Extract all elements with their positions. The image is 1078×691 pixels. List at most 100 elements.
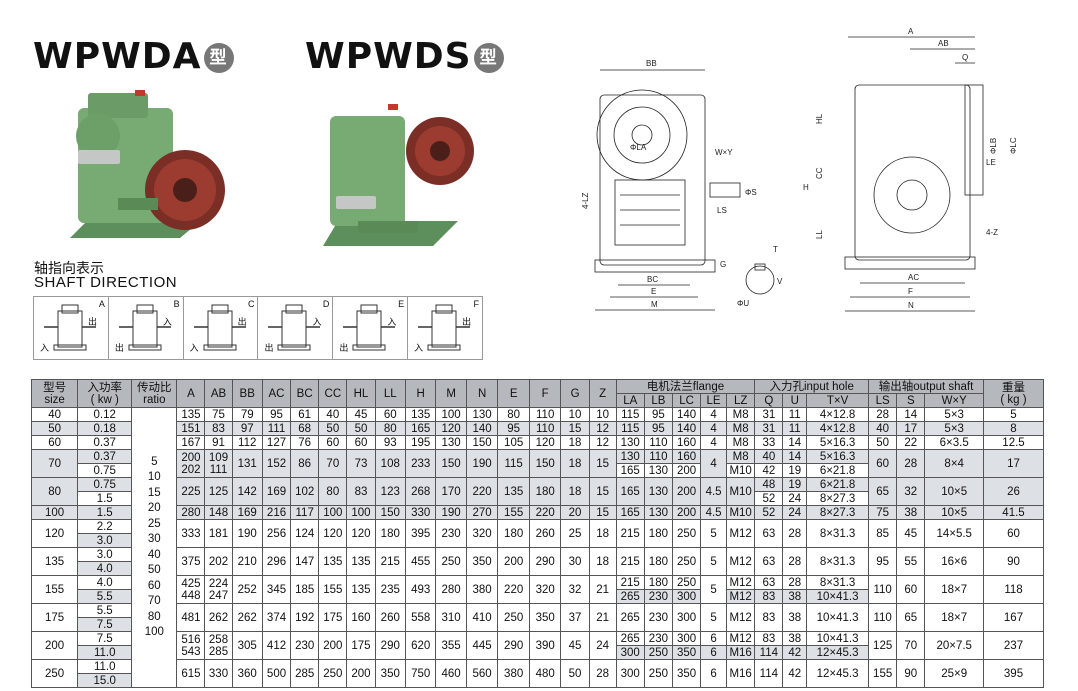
cell-dim: 150 [465, 435, 499, 450]
cell-dim: 290 [374, 631, 406, 660]
header-flange-sub: LA [615, 393, 645, 408]
cell-power: 7.5 [77, 631, 133, 646]
direction-letter: B [173, 299, 180, 309]
header-dim: F [528, 379, 562, 408]
cell-dim: 290 [497, 631, 530, 660]
header-flange-sub: LC [671, 393, 702, 408]
cell-power: 2.2 [77, 519, 133, 534]
ratio-value: 80 [147, 610, 161, 623]
cell-flange: 115 [615, 407, 645, 422]
cell-dim: 750 [404, 659, 437, 688]
cell-dim: 151 [176, 421, 206, 436]
cell-output: 20×7.5 [924, 631, 984, 660]
cell-dim: 108 [374, 449, 406, 478]
dim-label-4z: 4-Z [986, 228, 998, 237]
cell-output: 95 [868, 547, 898, 576]
header-dim: N [465, 379, 499, 408]
cell-input: 8×31.3 [806, 575, 870, 590]
ratio-value: 25 [147, 517, 161, 530]
cell-dim: 185 [290, 575, 320, 604]
cell-flange: M12 [726, 547, 756, 576]
cell-flange: M12 [726, 603, 756, 632]
ratio-value: 50 [147, 564, 161, 576]
cell-flange: M16 [726, 645, 756, 660]
cell-flange: 230 [643, 589, 673, 604]
cell-dim: 18 [588, 547, 617, 576]
cell-input: 114 [754, 659, 784, 688]
cell-dim: 480 [528, 659, 562, 688]
ratio-value: 30 [147, 533, 161, 545]
cell-flange: M8 [726, 449, 756, 464]
cell-output: 14×5.5 [924, 519, 984, 548]
direction-label-left: 出 [264, 343, 274, 353]
cell-output: 28 [868, 407, 898, 422]
direction-letter: F [473, 299, 479, 309]
cell-dim: 195 [404, 435, 437, 450]
wpwda-gearbox-photo [70, 90, 225, 238]
cell-flange: 300 [615, 645, 645, 660]
cell-dim: 68 [290, 421, 320, 436]
cell-output: 18×7 [924, 575, 984, 604]
cell-flange: 300 [671, 589, 702, 604]
cell-dim: 40 [318, 407, 348, 422]
cell-dim: 350 [465, 547, 499, 576]
cell-power: 3.0 [77, 547, 133, 562]
direction-letter: C [247, 299, 255, 309]
cell-dim: 115 [497, 449, 530, 478]
cell-dim-value: 202 [181, 463, 201, 476]
cell-dim: 45 [560, 631, 590, 660]
cell-input: 83 [754, 603, 784, 632]
dim-label-e: E [651, 287, 656, 296]
cell-dim: 235 [374, 575, 406, 604]
cell-dim: 123 [374, 477, 406, 506]
cell-output: 40 [868, 421, 898, 436]
cell-flange: M10 [726, 505, 756, 520]
cell-flange: 230 [643, 631, 673, 646]
cell-input: 12×45.3 [806, 645, 870, 660]
dim-label-hl: HL [815, 113, 824, 124]
cell-dim: 105 [497, 435, 530, 450]
cell-flange: 265 [615, 603, 645, 632]
ratio-value: 20 [147, 502, 161, 514]
header-text-zh: 入功率 [87, 381, 122, 394]
shaft-direction-title-zh: 轴指向表示 [34, 260, 104, 276]
cell-input: 5×16.3 [806, 449, 870, 464]
cell-input: 24 [782, 505, 808, 520]
header-weight: 重量( kg ) [983, 379, 1044, 408]
cell-flange: 350 [671, 645, 702, 660]
cell-input: 63 [754, 547, 784, 576]
cell-dim: 230 [435, 519, 467, 548]
cell-dim: 127 [261, 435, 292, 450]
cell-flange: 215 [615, 575, 645, 590]
cell-dim: 455 [404, 547, 437, 576]
cell-size: 135 [30, 547, 79, 576]
ratio-value: 60 [147, 579, 161, 592]
direction-letter: E [398, 299, 405, 309]
cell-input: 10×41.3 [806, 631, 870, 646]
cell-size: 50 [30, 421, 79, 436]
side-view-drawing: A AB Q HL CC H LL ΦLB ΦLC LE 4-Z AC F N [803, 27, 1018, 312]
cell-dim: 18 [588, 519, 617, 548]
cell-dim: 190 [435, 505, 467, 520]
cell-dim: 192 [290, 603, 320, 632]
cell-dim: 200 [318, 631, 348, 660]
cell-input: 6×21.8 [806, 477, 870, 492]
cell-dim: 395 [404, 519, 437, 548]
cell-input: 10×41.3 [806, 589, 870, 604]
cell-size: 80 [30, 477, 79, 506]
cell-power: 1.5 [77, 491, 133, 506]
dim-label-cc: CC [815, 167, 824, 179]
cell-dim: 375 [176, 547, 206, 576]
cell-dim: 220 [497, 575, 530, 604]
header-flange-sub: LZ [726, 393, 756, 408]
cell-dim: 100 [318, 505, 348, 520]
cell-dim-value: 258 [208, 633, 229, 646]
header-dim: AC [261, 379, 292, 408]
dim-label-g: G [720, 260, 726, 269]
cell-dim: 140 [465, 421, 499, 436]
